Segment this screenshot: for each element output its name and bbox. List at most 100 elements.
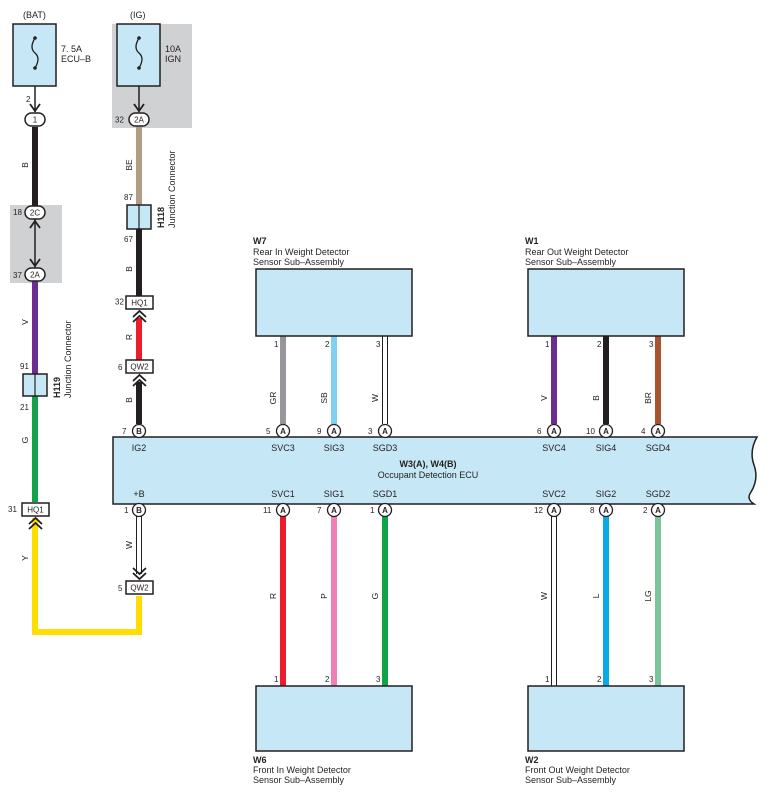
terminal-pin: 1 bbox=[370, 506, 375, 515]
sensor-w6: 1 2 3 W6 Front In Weight Detector Sensor… bbox=[253, 675, 413, 785]
ecu-code: W3(A), W4(B) bbox=[400, 459, 457, 469]
sensor-code: W1 bbox=[525, 236, 539, 246]
sensor-box bbox=[527, 268, 685, 337]
terminal-pin: 7 bbox=[317, 506, 322, 515]
terminal-circle bbox=[131, 502, 147, 518]
connector-arrow-icon bbox=[28, 516, 43, 530]
sensor-pin: 2 bbox=[325, 675, 330, 684]
connector-pin: 32 bbox=[115, 116, 124, 125]
sensor-pin: 3 bbox=[649, 340, 654, 349]
sensor-pin: 1 bbox=[274, 675, 279, 684]
sensor-name-line1: Front In Weight Detector bbox=[253, 765, 351, 775]
terminal-circle bbox=[598, 423, 614, 439]
ecu-body bbox=[112, 436, 759, 505]
sensor-box bbox=[255, 685, 413, 752]
terminal-circle bbox=[546, 423, 562, 439]
terminal-letter: A bbox=[603, 427, 609, 436]
wire-label: SB bbox=[319, 392, 329, 404]
ecu-terminal-sgd4: 4 A SGD4 bbox=[641, 423, 671, 453]
terminal-name: SGD4 bbox=[646, 443, 671, 453]
sensor-pin: 3 bbox=[376, 675, 381, 684]
fuse-terminal-icon bbox=[33, 66, 37, 70]
ecu-name: Occupant Detection ECU bbox=[378, 470, 479, 480]
junction-h118: 87 67 H118 Junction Connector bbox=[124, 150, 177, 244]
ecu-top-terminals: 7 B IG2 5 A SVC3 9 A SIG3 3 A SGD3 6 A S… bbox=[122, 423, 671, 453]
ecu-terminal-sgd3: 3 A SGD3 bbox=[368, 423, 397, 453]
terminal-name: SGD2 bbox=[646, 489, 671, 499]
ecu-terminal-svc3: 5 A SVC3 bbox=[266, 423, 295, 453]
terminal-pin: 11 bbox=[263, 506, 272, 515]
junction-pin-top: 87 bbox=[124, 193, 133, 202]
connector-arrow-icon bbox=[29, 219, 41, 229]
wire-label: Y bbox=[20, 555, 30, 561]
terminal-name: SVC2 bbox=[542, 489, 566, 499]
terminal-name: SIG3 bbox=[324, 443, 345, 453]
wire-label: V bbox=[539, 395, 549, 401]
connector-pin: 18 bbox=[13, 208, 22, 217]
wire-labels: B V G Y BE B R B W GR SB W V B BR R P G … bbox=[20, 159, 653, 602]
sensor-name-line1: Rear Out Weight Detector bbox=[525, 247, 628, 257]
fuse-source-bat: (BAT) bbox=[23, 10, 46, 20]
connector-arrow-icon bbox=[132, 373, 147, 387]
sensor-pin: 2 bbox=[597, 340, 602, 349]
wire-label: W bbox=[370, 394, 380, 402]
connector-1: 2 1 bbox=[24, 95, 46, 127]
terminal-letter: A bbox=[280, 506, 286, 515]
terminal-circle bbox=[650, 423, 666, 439]
terminal-pin: 3 bbox=[368, 427, 373, 436]
connector-2c: 18 2C bbox=[13, 205, 46, 229]
terminal-pin: 1 bbox=[124, 506, 129, 515]
sensor-name-line1: Front Out Weight Detector bbox=[525, 765, 630, 775]
terminal-circle bbox=[546, 502, 562, 518]
connector-code: 2A bbox=[30, 271, 40, 280]
fuse-box-ig bbox=[116, 23, 161, 87]
terminal-letter: A bbox=[551, 427, 557, 436]
terminal-name: SIG4 bbox=[596, 443, 617, 453]
terminal-pin: 2 bbox=[643, 506, 648, 515]
sensor-w7: W7 Rear In Weight Detector Sensor Sub–As… bbox=[253, 236, 413, 349]
connector-pin: 31 bbox=[8, 505, 17, 514]
sensor-w2: 1 2 3 W2 Front Out Weight Detector Senso… bbox=[525, 675, 685, 785]
sensor-pin: 3 bbox=[376, 340, 381, 349]
connector-2a-top: 32 2A bbox=[115, 103, 150, 127]
terminal-circle bbox=[377, 423, 393, 439]
terminal-letter: A bbox=[280, 427, 286, 436]
terminal-letter: A bbox=[382, 506, 388, 515]
fuse-name-bat: ECU–B bbox=[61, 54, 91, 64]
ecu-terminal-sig4: 10 A SIG4 bbox=[586, 423, 617, 453]
terminal-circle bbox=[275, 423, 291, 439]
sensor-name-line2: Sensor Sub–Assembly bbox=[525, 257, 617, 267]
wire-label: BE bbox=[124, 159, 134, 171]
terminal-name: IG2 bbox=[132, 443, 147, 453]
wire-label: R bbox=[124, 334, 134, 340]
ecu-terminal-sig3: 9 A SIG3 bbox=[317, 423, 345, 453]
connector-oval bbox=[24, 267, 46, 282]
fuse-source-ig: (IG) bbox=[130, 10, 146, 20]
ecu-terminal-plusb: +B 1 B bbox=[124, 489, 147, 518]
wire-label: R bbox=[268, 593, 278, 599]
terminal-pin: 12 bbox=[534, 506, 543, 515]
connector-hq1-right: 32 HQ1 bbox=[115, 295, 154, 323]
terminal-pin: 7 bbox=[122, 427, 127, 436]
connector-pin: 6 bbox=[118, 363, 123, 372]
connector-oval bbox=[24, 205, 46, 220]
wire-y-left bbox=[32, 518, 142, 635]
junction-code: H119 bbox=[52, 377, 62, 398]
connector-oval bbox=[24, 112, 46, 127]
sensor-name-line2: Sensor Sub–Assembly bbox=[253, 775, 345, 785]
sensor-pin: 1 bbox=[545, 675, 550, 684]
terminal-pin: 9 bbox=[317, 427, 322, 436]
ecu-terminal-sgd1: SGD1 1 A bbox=[370, 489, 397, 518]
fuse-icon bbox=[31, 37, 39, 69]
sensor-box bbox=[255, 268, 413, 337]
connector-pin: 5 bbox=[118, 584, 123, 593]
terminal-circle bbox=[650, 502, 666, 518]
junction-pin-top: 91 bbox=[20, 362, 29, 371]
sensor-code: W7 bbox=[253, 236, 267, 246]
ecu-terminal-sgd2: SGD2 2 A bbox=[643, 489, 671, 518]
terminal-letter: A bbox=[331, 506, 337, 515]
connector-arrow-icon bbox=[132, 309, 147, 323]
terminal-circle bbox=[598, 502, 614, 518]
terminal-circle bbox=[275, 502, 291, 518]
